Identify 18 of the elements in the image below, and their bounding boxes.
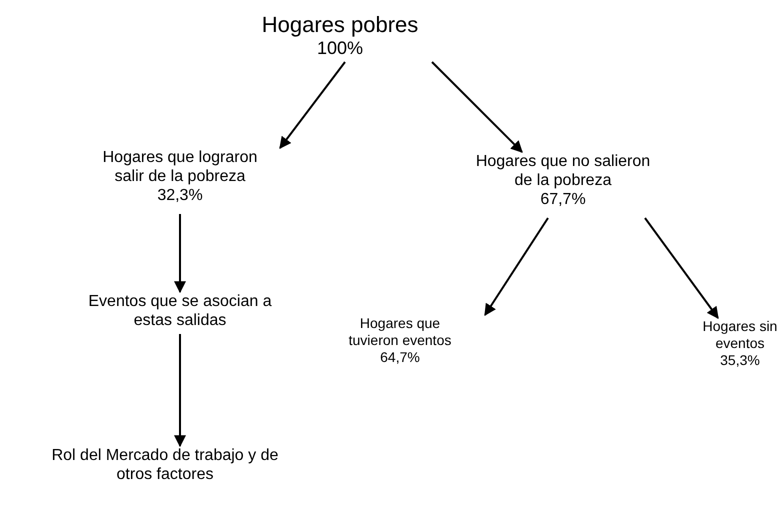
node-label: Hogares que lograron salir de la pobreza [102, 148, 258, 186]
node-label: Hogares que no salieron de la pobreza [474, 152, 652, 190]
percentage-label: 32,3% [156, 186, 204, 206]
node-label: Hogares que tuvieron eventos [348, 315, 452, 349]
node-label: Hogares sin eventos [702, 318, 778, 352]
node-label: Rol del Mercado de trabajo y de otros factores [50, 446, 280, 484]
arrow [484, 217, 549, 316]
arrow [431, 61, 523, 153]
arrow [174, 214, 186, 294]
arrow [174, 334, 186, 448]
percentage-label: 64,7% [379, 348, 421, 366]
node-label: Hogares pobres [260, 12, 420, 38]
node-label: Eventos que se asocian a estas salidas [87, 292, 273, 330]
arrow [279, 61, 346, 149]
percentage-label: 67,7% [539, 190, 587, 210]
arrow [644, 217, 719, 319]
percentage-label: 100% [316, 38, 364, 60]
percentage-label: 35,3% [719, 352, 761, 368]
